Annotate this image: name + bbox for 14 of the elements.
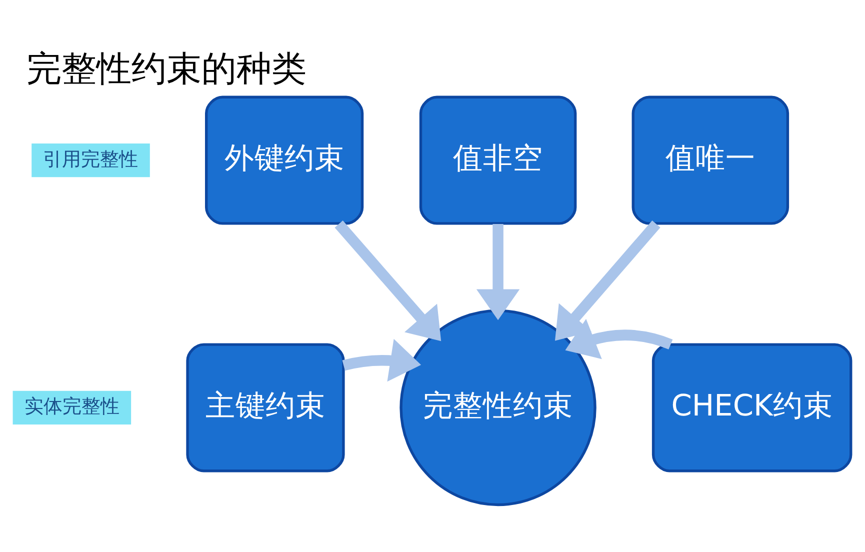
arrow bbox=[554, 220, 660, 341]
arrow bbox=[476, 224, 520, 320]
node-box: 主键约束 bbox=[186, 343, 345, 472]
arrow bbox=[342, 338, 422, 382]
node-box: CHECK约束 bbox=[652, 343, 852, 472]
arrow bbox=[334, 220, 442, 342]
node-circle: 完整性约束 bbox=[400, 309, 596, 506]
node-label: 引用完整性 bbox=[43, 149, 138, 170]
node-box: 值唯一 bbox=[632, 96, 790, 225]
node-box: 外键约束 bbox=[205, 96, 364, 225]
diagram-title: 完整性约束的种类 bbox=[26, 50, 307, 90]
node-box: 值非空 bbox=[419, 96, 577, 225]
arrow bbox=[565, 318, 673, 360]
node-label: 实体完整性 bbox=[24, 396, 120, 418]
